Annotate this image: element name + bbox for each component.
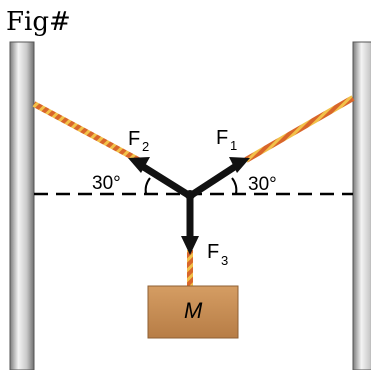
right-angle-label: 30° <box>248 174 277 195</box>
figure-label: Fig# <box>6 7 71 37</box>
right-pole <box>352 41 371 370</box>
force-arrow-f1 <box>188 157 250 199</box>
left-pole <box>9 41 35 370</box>
force-arrow-f3 <box>181 194 199 255</box>
junction-point <box>185 190 195 200</box>
f2-subscript: 2 <box>142 139 149 154</box>
left-rope <box>32 101 144 165</box>
mass-label: M <box>184 298 203 323</box>
f1-symbol: F <box>216 127 228 149</box>
right-angle-arc <box>231 177 238 195</box>
force-label-f3: F 3 <box>207 241 228 268</box>
right-rope <box>244 95 355 163</box>
f3-symbol: F <box>207 241 219 263</box>
left-angle-arc <box>144 177 151 195</box>
f1-subscript: 1 <box>230 138 237 153</box>
force-label-f1: F 1 <box>216 127 237 153</box>
force-label-f2: F 2 <box>128 128 149 154</box>
mass-box: M <box>147 285 239 339</box>
left-angle-label: 30° <box>92 173 121 194</box>
f2-symbol: F <box>128 128 140 150</box>
force-arrow-f2 <box>128 157 192 199</box>
f3-subscript: 3 <box>221 253 228 268</box>
